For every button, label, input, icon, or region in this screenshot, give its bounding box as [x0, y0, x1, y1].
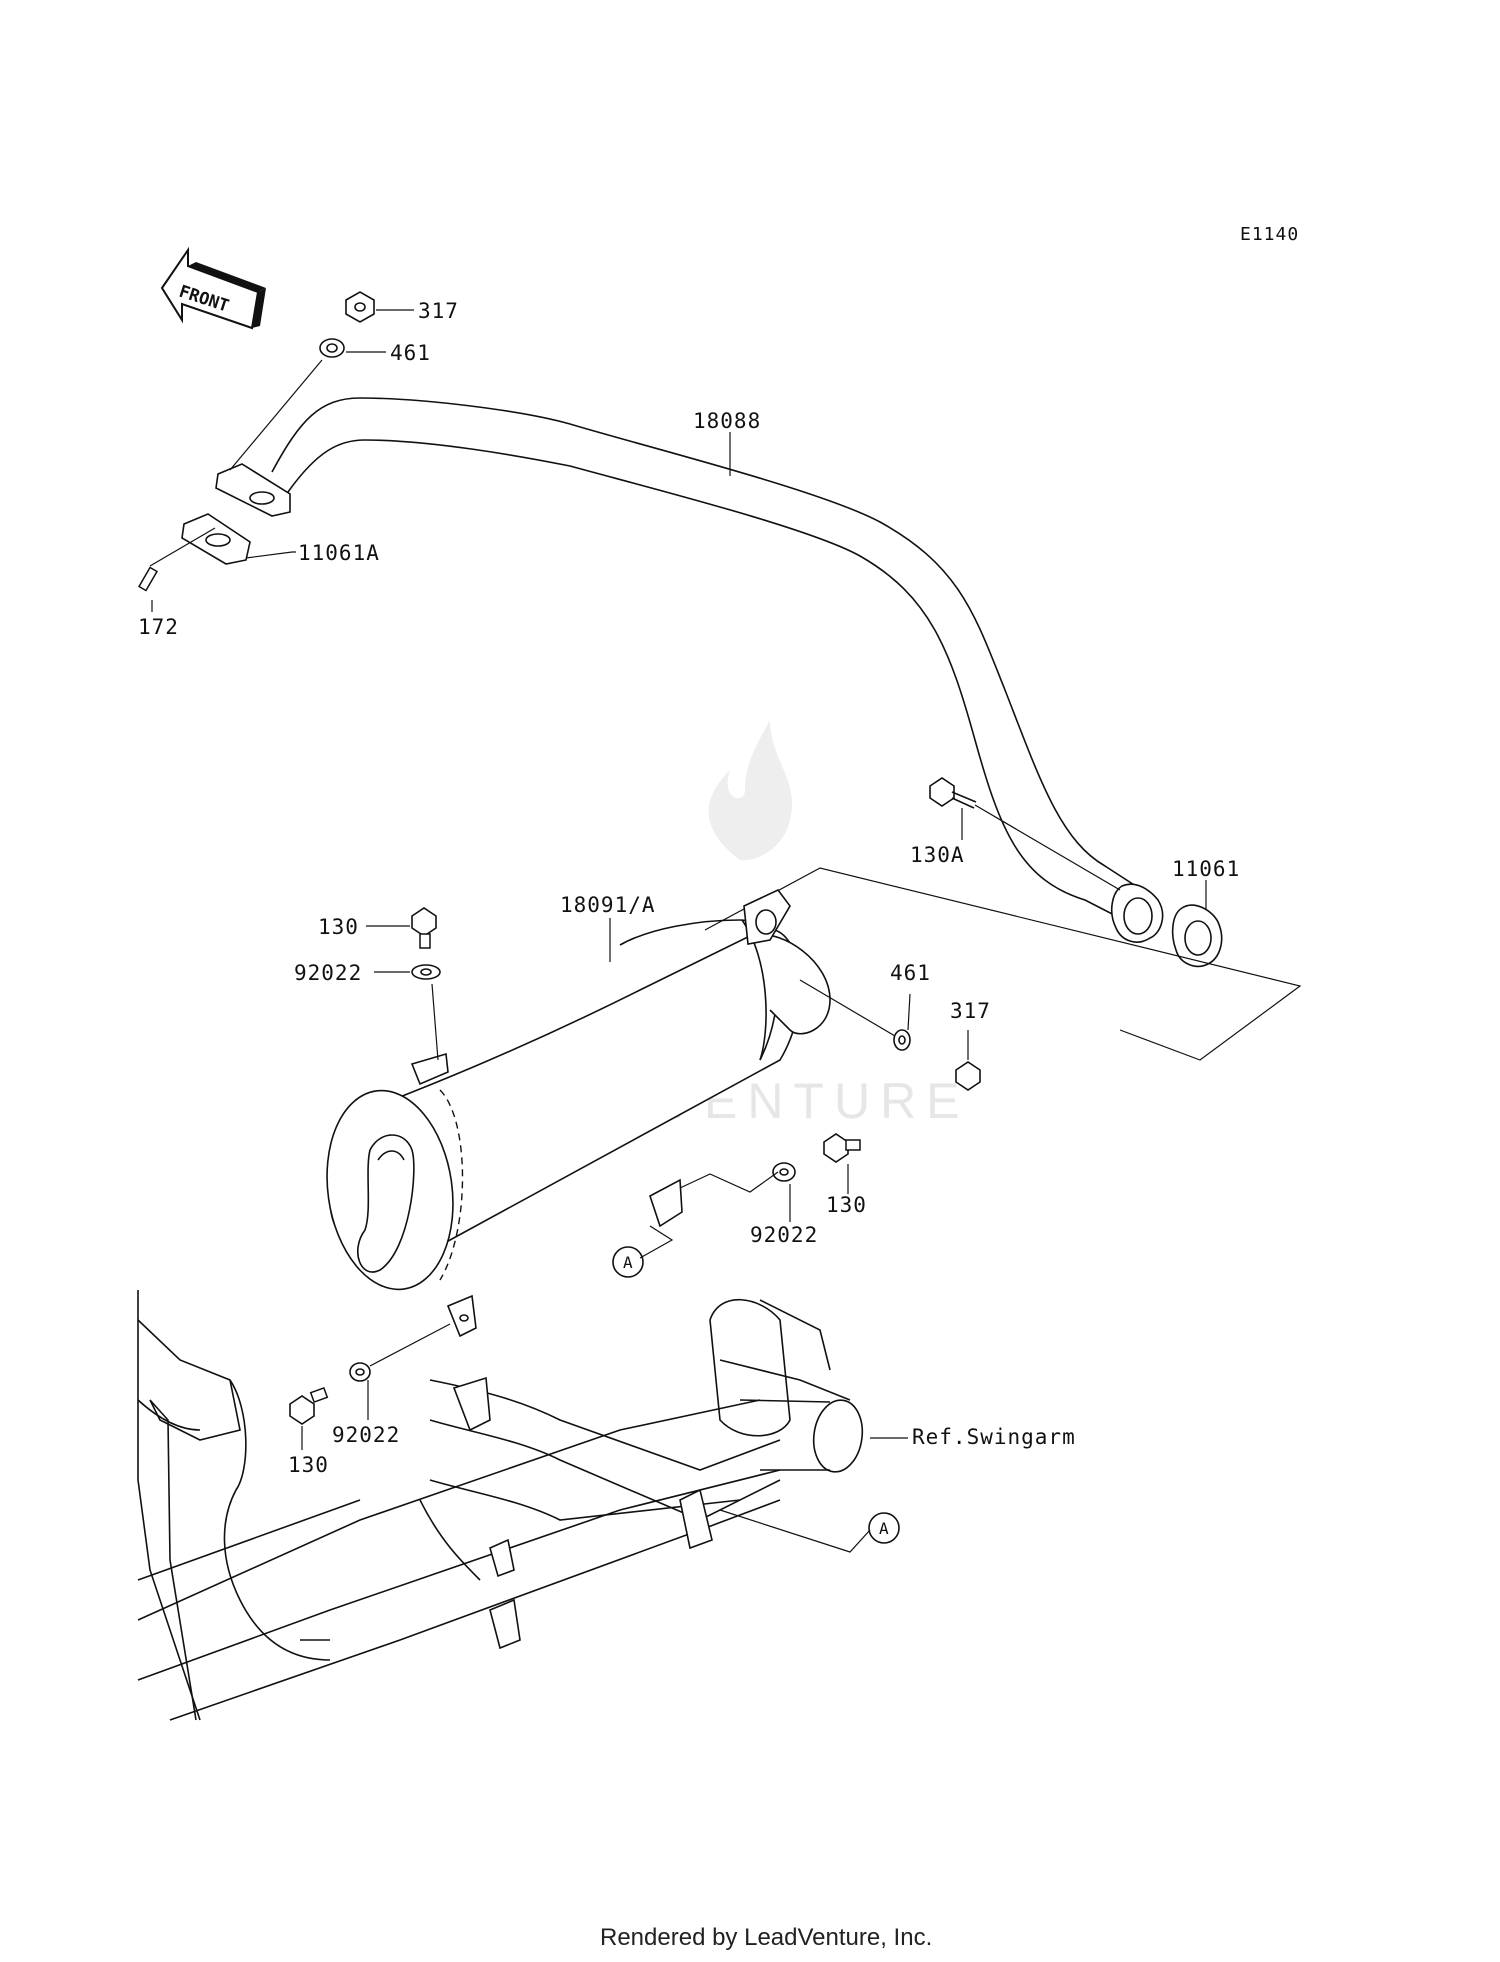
callout-a-upper-letter: A [623, 1253, 633, 1272]
nut-317-mid [955, 1030, 981, 1091]
washer-461-top [229, 338, 386, 471]
part-label-92022-right: 92022 [750, 1223, 818, 1247]
gasket-rear [1171, 904, 1223, 968]
bolt-130A [929, 777, 1121, 891]
callout-a-upper: A [612, 1225, 674, 1278]
bolt-130-bottom [289, 1386, 329, 1450]
diagram-code: E1140 [1240, 224, 1299, 245]
washer-92022-top [374, 964, 441, 1061]
part-label-130-right: 130 [826, 1193, 867, 1217]
part-label-172: 172 [138, 615, 179, 639]
footer-credit: Rendered by LeadVenture, Inc. [600, 1924, 932, 1951]
part-label-92022-top: 92022 [294, 961, 362, 985]
leader-11061A [245, 551, 296, 559]
part-label-461-top: 461 [390, 341, 431, 365]
exhaust-pipe [215, 397, 1164, 943]
ref-swingarm-label: Ref.Swingarm [912, 1425, 1076, 1449]
gasket-front [181, 513, 251, 565]
part-label-130A: 130A [910, 843, 965, 867]
part-label-11061A: 11061A [298, 541, 380, 565]
washer-461-mid [799, 979, 911, 1051]
watermark-flame-icon [708, 720, 793, 861]
frame-swingarm [137, 1290, 864, 1721]
callout-a-lower-letter: A [879, 1519, 889, 1538]
washer-92022-bottom [349, 1323, 451, 1420]
stud-172 [138, 527, 216, 612]
assembly-area-outline [704, 867, 1302, 1061]
callout-a-lower: A [719, 1509, 900, 1553]
part-label-317-top: 317 [418, 299, 459, 323]
part-label-11061: 11061 [1172, 857, 1240, 881]
part-label-461-mid: 461 [890, 961, 931, 985]
part-label-18091A: 18091/A [560, 893, 656, 917]
muffler [326, 888, 831, 1338]
bolt-130-right [823, 1133, 861, 1194]
part-label-92022-bottom: 92022 [332, 1423, 400, 1447]
part-label-130-top: 130 [318, 915, 359, 939]
front-direction-arrow: FRONT [160, 246, 266, 330]
part-label-317-mid: 317 [950, 999, 991, 1023]
nut-317-top [345, 291, 414, 323]
part-label-130-bottom: 130 [288, 1453, 329, 1477]
part-label-18088: 18088 [693, 409, 761, 433]
bolt-130-top [366, 907, 437, 949]
washer-92022-right [679, 1162, 796, 1222]
